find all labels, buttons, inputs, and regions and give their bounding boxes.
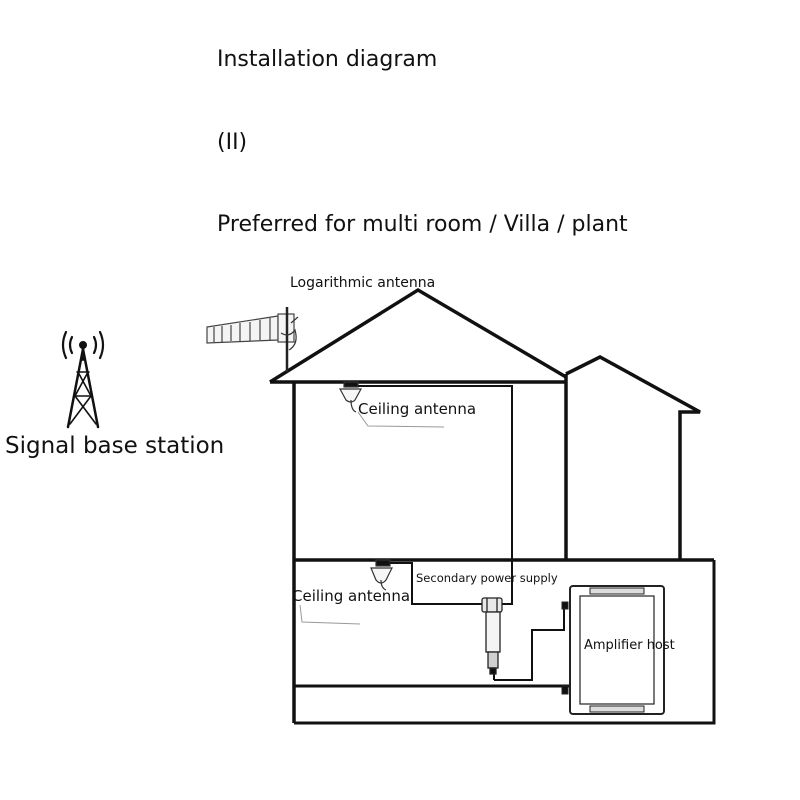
diagram-subtitle: (II)	[217, 130, 248, 155]
secondary-power-label: Secondary power supply	[416, 571, 558, 585]
ceiling-antenna-upper-icon	[338, 381, 363, 413]
diagram-note: Preferred for multi room / Villa / plant	[217, 212, 628, 237]
base-station-tower-icon	[61, 330, 105, 429]
ceiling-antenna-lower-label: Ceiling antenna	[292, 587, 410, 605]
ceiling-antenna-lower-icon	[370, 559, 393, 591]
log-antenna-label: Logarithmic antenna	[290, 275, 435, 291]
side-house-outline	[565, 355, 701, 560]
secondary-power-supply-icon	[481, 597, 503, 675]
diagram-title: Installation diagram	[217, 47, 438, 72]
logarithmic-antenna-icon	[206, 307, 299, 372]
base-station-label: Signal base station	[5, 433, 224, 459]
ceiling-antenna-lower-leader	[299, 604, 361, 625]
main-house-outline	[269, 287, 714, 723]
ceiling-antenna-upper-label: Ceiling antenna	[358, 400, 476, 418]
ceiling-antenna-upper-leader	[357, 411, 445, 428]
cable-lines	[358, 385, 565, 681]
amplifier-host-icon	[561, 585, 665, 715]
amplifier-host-label: Amplifier host	[584, 638, 675, 653]
lower-floor-outline	[294, 560, 716, 725]
